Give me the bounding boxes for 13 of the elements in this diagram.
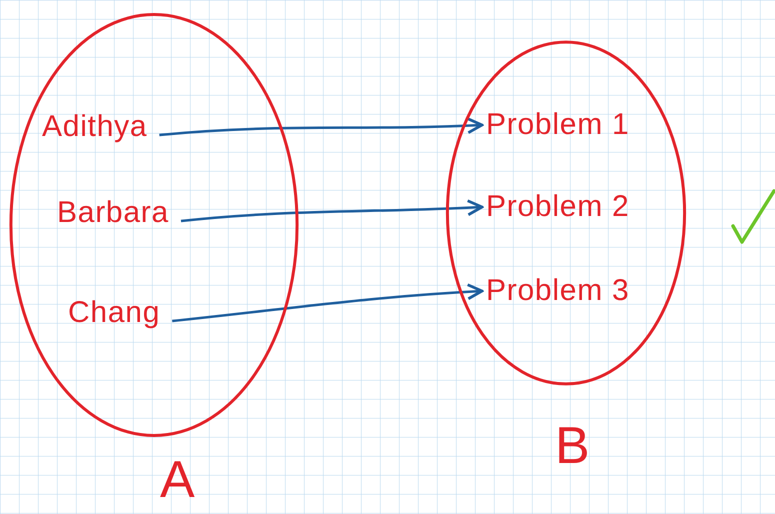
element-label: Problem 2 [486,186,630,228]
element-label: Adithya [42,106,148,148]
set-ellipse [445,40,687,386]
set-label: B [555,418,590,474]
element-label: Problem 1 [486,104,630,146]
element-label: Problem 3 [486,270,630,312]
arrow [180,199,484,222]
arrow [172,283,484,322]
element-label: Barbara [57,192,169,234]
arrow [159,117,484,136]
element-label: Chang [68,292,160,334]
set-ellipse [8,12,300,438]
set-label: A [160,452,195,508]
